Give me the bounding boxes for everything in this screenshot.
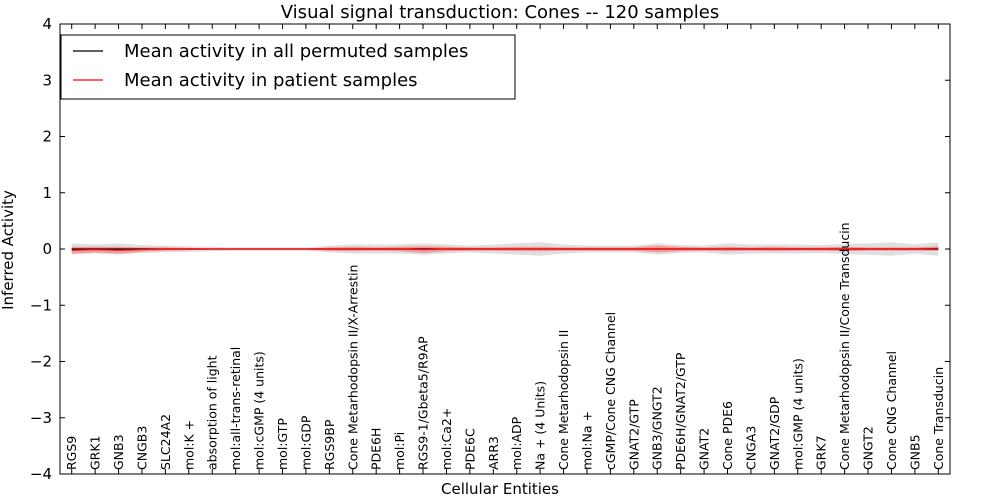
- x-category-label: mol:cGMP (4 units): [252, 351, 267, 470]
- x-category-label: PDE6H: [369, 428, 384, 470]
- legend-label-1: Mean activity in patient samples: [124, 70, 418, 91]
- x-category-label: mol:Pi: [392, 432, 407, 470]
- x-category-label: CNGA3: [743, 426, 758, 470]
- x-category-label: PDE6C: [462, 428, 477, 470]
- x-category-label: mol:GDP: [298, 415, 313, 470]
- x-category-label: Cone Metarhodopsin II/X-Arrestin: [345, 265, 360, 470]
- x-category-label: GRK1: [88, 435, 103, 470]
- x-category-label: GNGT2: [861, 426, 876, 470]
- x-axis-label: Cellular Entities: [441, 480, 559, 498]
- x-category-label: mol:GTP: [275, 418, 290, 470]
- x-category-label: PDE6H/GNAT2/GTP: [673, 352, 688, 470]
- y-tick-label: −2: [30, 353, 52, 371]
- x-category-label: GNB3: [111, 434, 126, 470]
- x-axis: RGS9 GRK1 GNB3 CNGB3 SLC24A2 mol:K + absorptio…: [64, 24, 946, 474]
- y-tick-label: 1: [42, 184, 52, 202]
- y-tick-label: 4: [42, 15, 52, 33]
- x-category-label: GNAT2/GDP: [767, 396, 782, 470]
- legend-box: [60, 34, 516, 100]
- x-category-label: Cone CNG Channel: [884, 351, 899, 470]
- y-tick-label: −1: [30, 296, 52, 314]
- x-category-label: ARR3: [486, 436, 501, 470]
- y-tick-label: −4: [30, 465, 52, 483]
- legend: Mean activity in all permuted samplesMea…: [60, 34, 516, 100]
- x-category-label: Na + (4 Units): [533, 381, 548, 470]
- y-tick-label: 3: [42, 71, 52, 89]
- x-category-label: mol:K +: [181, 420, 196, 470]
- x-category-label: mol:all-trans-retinal: [228, 347, 243, 470]
- x-category-label: mol:Na +: [579, 411, 594, 470]
- x-category-label: Cone PDE6: [720, 401, 735, 470]
- y-axis-label: Inferred Activity: [0, 190, 17, 310]
- y-tick-label: −3: [30, 409, 52, 427]
- x-category-label: Cone Metarhodopsin II: [556, 330, 571, 470]
- y-axis: −4 −3 −2 −1 0 1 2 3 4: [30, 15, 950, 483]
- x-category-label: GNB5: [907, 434, 922, 470]
- y-tick-label: 0: [42, 240, 52, 258]
- x-category-label: mol:GMP (4 units): [790, 358, 805, 470]
- x-category-label: absorption of light: [205, 355, 220, 470]
- x-category-label: CNGB3: [134, 426, 149, 470]
- x-category-label: Cone Metarhodopsin II/Cone Transducin: [837, 222, 852, 470]
- x-category-label: GNAT2/GTP: [626, 399, 641, 470]
- series-line-1: [71, 247, 939, 251]
- x-category-label: cGMP/Cone CNG Channel: [603, 312, 618, 470]
- x-category-label: RGS9: [64, 436, 79, 470]
- x-category-label: RGS9BP: [322, 419, 337, 470]
- legend-label-0: Mean activity in all permuted samples: [124, 41, 468, 62]
- x-category-label: RGS9-1/Gbeta5/R9AP: [416, 336, 431, 470]
- x-category-label: mol:Ca2+: [439, 408, 454, 470]
- x-category-label: mol:ADP: [509, 416, 524, 470]
- chart-title: Visual signal transduction: Cones -- 120…: [281, 2, 719, 23]
- x-category-label: GNB3/GNGT2: [650, 386, 665, 470]
- x-category-label: Cone Transducin: [931, 367, 946, 470]
- x-category-label: GNAT2: [697, 428, 712, 470]
- x-category-label: SLC24A2: [158, 414, 173, 470]
- x-category-label: GRK7: [814, 435, 829, 470]
- y-tick-label: 2: [42, 128, 52, 146]
